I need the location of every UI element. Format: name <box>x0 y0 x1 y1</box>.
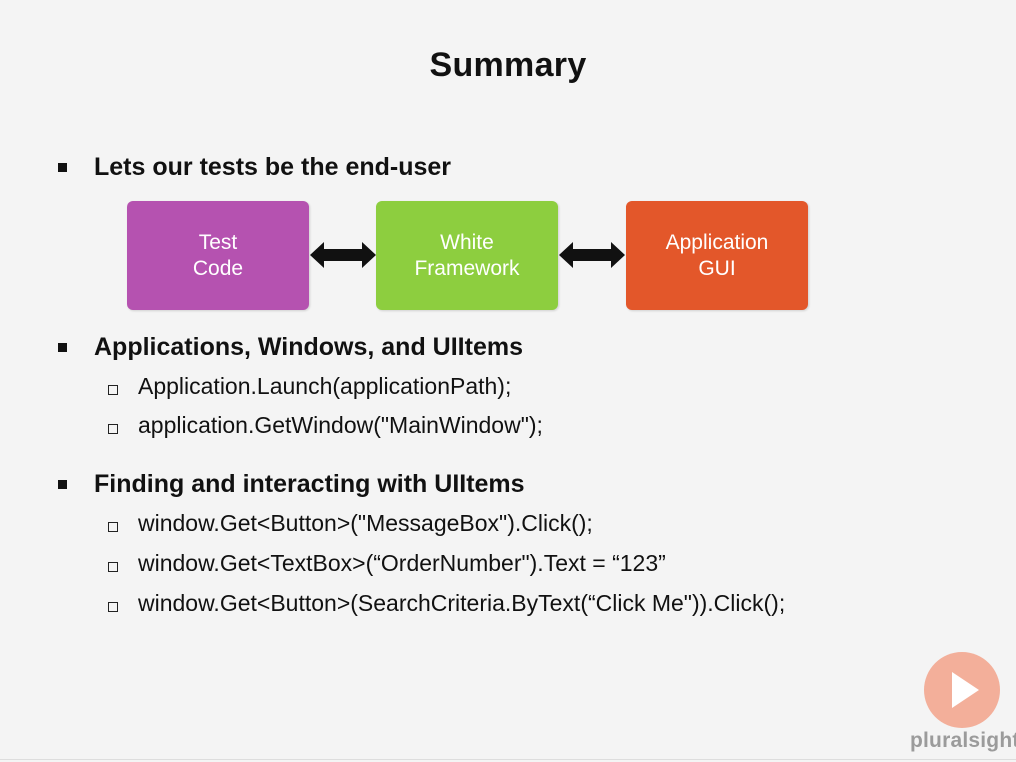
sub-bullet-item: Application.Launch(applicationPath); <box>138 373 512 399</box>
bullet-item: Finding and interacting with UIItems <box>94 470 525 498</box>
bullet-square-icon <box>58 343 67 352</box>
sub-bullet-square-icon <box>108 522 118 532</box>
slide-title: Summary <box>429 46 587 84</box>
sub-bullet-square-icon <box>108 602 118 612</box>
bullet-item: Lets our tests be the end-user <box>94 153 452 181</box>
bullet-item: Applications, Windows, and UIItems <box>94 333 523 361</box>
sub-bullet-item: window.Get<Button>(SearchCriteria.ByText… <box>138 590 786 616</box>
pluralsight-logo: pluralsight <box>906 652 1016 757</box>
sub-bullet-item: window.Get<Button>("MessageBox").Click()… <box>138 510 593 536</box>
test-code-box: Test Code <box>127 201 309 310</box>
double-arrow-icon <box>559 242 625 268</box>
divider <box>0 759 1016 760</box>
play-icon <box>952 672 979 708</box>
sub-bullet-item: application.GetWindow("MainWindow"); <box>138 412 543 438</box>
application-gui-box: Application GUI <box>626 201 808 310</box>
sub-bullet-square-icon <box>108 385 118 395</box>
logo-text: pluralsight <box>910 729 1016 752</box>
sub-bullet-square-icon <box>108 562 118 572</box>
box-label: White Framework <box>414 230 520 280</box>
sub-bullet-item: window.Get<TextBox>(“OrderNumber").Text … <box>138 550 666 576</box>
sub-bullet-square-icon <box>108 424 118 434</box>
double-arrow-icon <box>310 242 376 268</box>
white-framework-box: White Framework <box>376 201 558 310</box>
box-label: Application GUI <box>665 230 769 280</box>
bullet-square-icon <box>58 480 67 489</box>
box-label: Test Code <box>192 230 244 280</box>
bullet-square-icon <box>58 163 67 172</box>
